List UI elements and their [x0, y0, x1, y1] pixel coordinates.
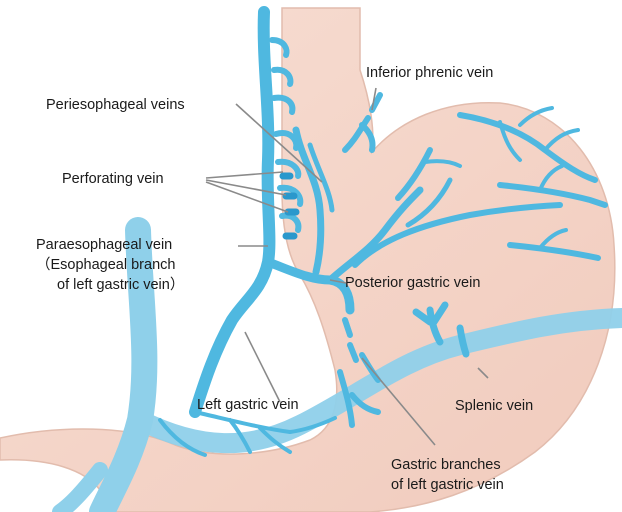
label-periesophageal-veins: Periesophageal veins [46, 96, 185, 115]
label-paraesophageal-vein-left-gastric: of left gastric vein） [57, 276, 184, 295]
paraesophageal-vein-column [195, 12, 269, 412]
label-left-gastric-vein: Left gastric vein [197, 396, 299, 415]
label-splenic-vein: Splenic vein [455, 397, 533, 416]
label-gastric-branches-of-left-gastric-vein: of left gastric vein [391, 476, 504, 495]
label-paraesophageal-vein-esophageal-branch: （Esophageal branch [36, 256, 175, 275]
label-paraesophageal-vein: Paraesophageal vein [36, 236, 172, 255]
label-gastric-branches: Gastric branches [391, 456, 501, 475]
label-inferior-phrenic-vein: Inferior phrenic vein [366, 64, 493, 83]
label-perforating-vein: Perforating vein [62, 170, 164, 189]
label-posterior-gastric-vein: Posterior gastric vein [345, 274, 480, 293]
